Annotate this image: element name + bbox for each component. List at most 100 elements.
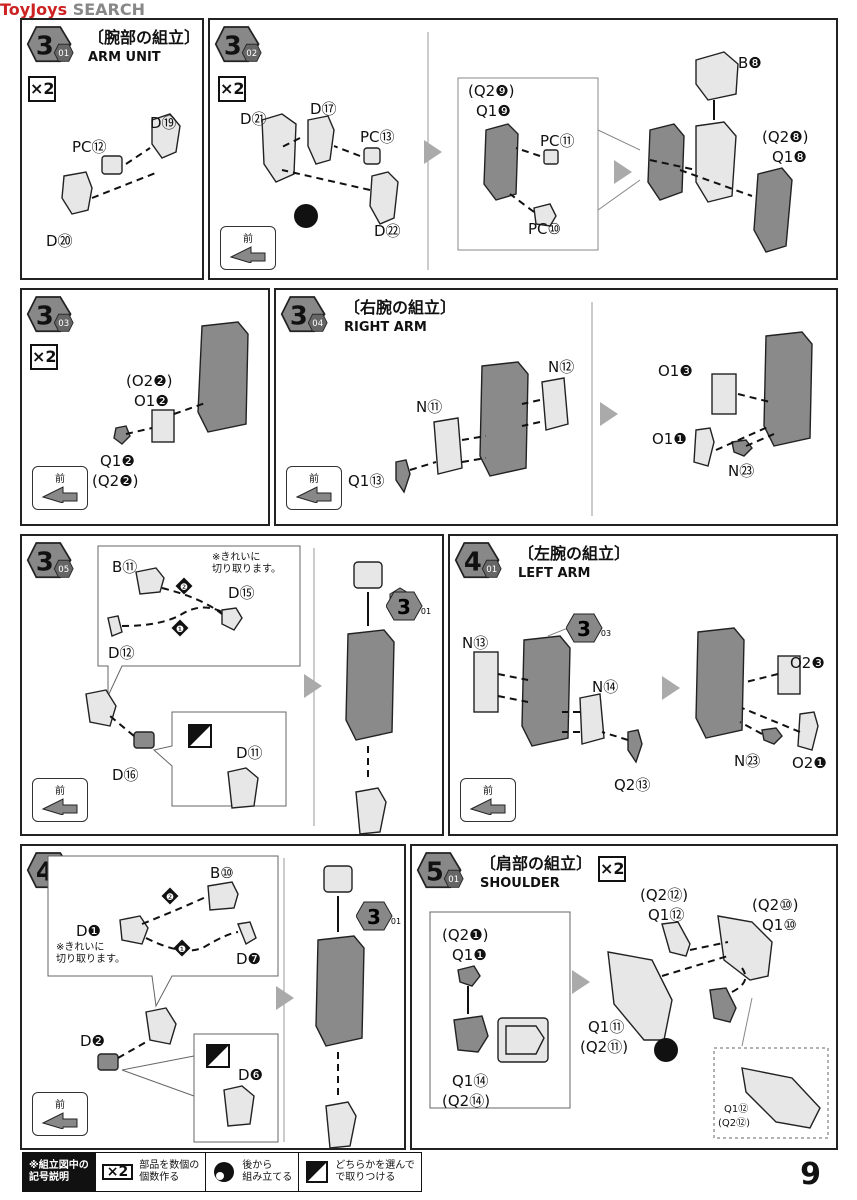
step-number-badge: 3 03: [26, 296, 74, 333]
svg-text:01: 01: [486, 565, 497, 575]
arm-unit-parts-diagram: [61, 113, 181, 215]
part-label: (Q2⑪): [580, 1038, 629, 1056]
step-title: 〔右腕の組立〕 RIGHT ARM: [344, 298, 457, 335]
reference-step-badge: 3 01: [386, 591, 431, 621]
legend-count: ×2 部品を数個の 個数作る: [96, 1153, 207, 1191]
svg-text:3: 3: [290, 301, 308, 331]
svg-text:05: 05: [58, 565, 69, 575]
front-direction-indicator: 前: [32, 1092, 88, 1136]
arrow-left-icon: [41, 1112, 78, 1129]
legend-choice-text: どちらかを選んで で取りつける: [335, 1160, 415, 1183]
part-label: D⑪: [236, 744, 263, 762]
part-label: (Q2❾): [468, 82, 515, 100]
svg-text:3: 3: [36, 301, 54, 331]
part-label: D⑰: [310, 100, 337, 118]
rear-assembly-icon: [214, 1162, 235, 1182]
step-title: 〔腕部の組立〕 ARM UNIT: [88, 28, 201, 65]
svg-text:03: 03: [601, 629, 611, 638]
trim-note: ※きれいに 切り取ります。: [212, 552, 281, 575]
part-label: Q1⑪: [588, 1018, 625, 1036]
step-3-03-panel: 3 03 ×2 (O2❷) O1❷ Q1❷ (Q2❷) 前: [20, 288, 270, 526]
part-label: B⑪: [112, 558, 138, 576]
step-number-badge: 4 01: [454, 542, 502, 579]
part-label: (Q2❷): [92, 472, 139, 490]
svg-text:5: 5: [426, 857, 444, 887]
part-label: B❽: [738, 54, 762, 72]
part-label: N⑭: [592, 678, 619, 696]
svg-text:3: 3: [36, 31, 54, 61]
step-number-badge: 3 05: [26, 542, 74, 579]
part-label: D⑮: [228, 584, 255, 602]
part-label: N⑬: [462, 634, 489, 652]
svg-text:4: 4: [464, 547, 482, 577]
part-label: Q1⑬: [348, 472, 385, 490]
trim-note: ※きれいに 切り取ります。: [56, 942, 125, 965]
right-hand-parts-diagram: ❷ ❶: [85, 545, 411, 835]
part-label: Q1❾: [476, 102, 511, 120]
svg-text:03: 03: [58, 319, 69, 329]
part-label: Q1❽: [772, 148, 807, 166]
svg-text:3: 3: [36, 547, 54, 577]
part-label: N⑪: [416, 398, 443, 416]
quantity-badge: ×2: [218, 76, 246, 102]
part-label: Q1⑭: [452, 1072, 489, 1090]
arrow-left-icon: [41, 798, 78, 815]
step-number-badge: 3 02: [214, 26, 262, 63]
part-label: Q1⑫: [724, 1104, 749, 1115]
svg-text:❷: ❷: [180, 583, 188, 593]
quantity-icon: ×2: [101, 1164, 134, 1180]
part-label: N⑫: [548, 358, 575, 376]
legend-header: ※組立図中の 記号説明: [23, 1153, 96, 1191]
part-label: O1❷: [134, 392, 169, 410]
front-direction-indicator: 前: [32, 778, 88, 822]
part-label: (Q2⑩): [752, 896, 799, 914]
part-label: Q1❷: [100, 452, 135, 470]
svg-text:3: 3: [397, 595, 411, 619]
reference-step-badge: 3 01: [356, 901, 401, 931]
step-4-01-panel: 4 01 〔左腕の組立〕 LEFT ARM 3 03 N⑬ N⑭ Q2⑬ O2❸…: [448, 534, 838, 836]
step-5-01-panel: 5 01 〔肩部の組立〕 SHOULDER ×2 (Q2❶) Q1❶ Q1⑭ (…: [410, 844, 838, 1150]
part-label: D❷: [80, 1032, 105, 1050]
arrow-left-icon: [469, 798, 506, 815]
step-3-04-panel: 3 04 〔右腕の組立〕 RIGHT ARM N⑫ N⑪ Q1⑬ O1❸ O1❶…: [274, 288, 838, 526]
reference-step-badge: 3 03: [566, 613, 611, 643]
left-arm-parts-diagram: [473, 627, 819, 764]
part-label: D❶: [76, 922, 101, 940]
symbol-legend: ※組立図中の 記号説明 ×2 部品を数個の 個数作る 後から 組み立てる どちら…: [22, 1152, 422, 1192]
part-label: (Q2⑫): [718, 1118, 751, 1129]
page-number: 9: [800, 1157, 821, 1192]
next-arrow: [276, 986, 294, 1010]
choice-icon: [306, 1161, 329, 1183]
front-direction-indicator: 前: [220, 226, 276, 270]
quantity-badge: ×2: [30, 344, 58, 370]
part-label: O1❶: [652, 430, 687, 448]
step-3-05-panel: 3 05 ❷ ❶ B⑪ D⑮ D⑫ D⑯ D⑪ ※きれいに 切り取ります。: [20, 534, 444, 836]
front-direction-indicator: 前: [460, 778, 516, 822]
part-label: N㉓: [728, 462, 755, 480]
legend-rear-text: 後から 組み立てる: [242, 1160, 293, 1183]
front-direction-indicator: 前: [286, 466, 342, 510]
part-label: D⑲: [150, 114, 177, 132]
step-3-01-panel: 3 01 〔腕部の組立〕 ARM UNIT ×2 D⑲ PC⑫ D⑳: [20, 18, 204, 280]
next-arrow: [424, 140, 442, 164]
part-label: PC⑪: [540, 132, 575, 150]
part-label: D❼: [236, 950, 261, 968]
svg-text:01: 01: [391, 917, 401, 926]
part-label: N㉓: [734, 752, 761, 770]
upper-arm-parts-diagram: [113, 321, 249, 445]
arrow-left-icon: [229, 246, 266, 263]
part-label: Q1⑩: [762, 916, 797, 934]
part-label: D㉑: [240, 110, 267, 128]
part-label: (Q2❽): [762, 128, 809, 146]
legend-choice: どちらかを選んで で取りつける: [299, 1153, 421, 1191]
arrow-left-icon: [41, 486, 78, 503]
step-number-badge: 5 01: [416, 852, 464, 889]
shoulder-parts-diagram: [429, 911, 829, 1139]
part-label: Q1⑫: [648, 906, 685, 924]
svg-text:❶: ❶: [178, 945, 186, 955]
next-arrow: [600, 402, 618, 426]
part-label: PC⑫: [72, 138, 107, 156]
part-label: PC⑬: [360, 128, 395, 146]
quantity-badge: ×2: [598, 856, 626, 882]
next-arrow: [304, 674, 322, 698]
